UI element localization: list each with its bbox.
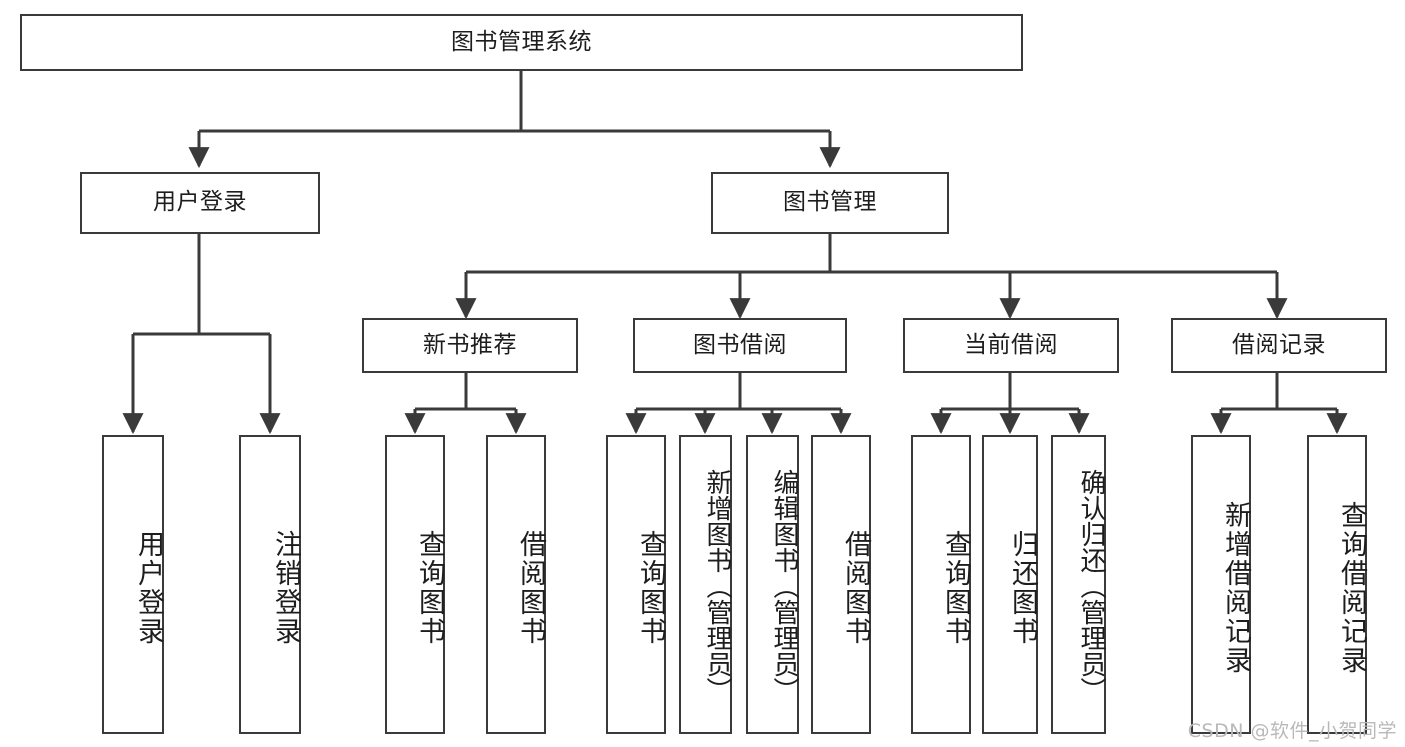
leaf-user-login-login[interactable]: 用户登录 <box>102 435 164 734</box>
leaf-user-login-logout[interactable]: 注销登录 <box>239 435 301 734</box>
leaf-label: 借阅图书 <box>515 529 546 646</box>
leaf-borrow-record-add[interactable]: 新增借阅记录 <box>1191 435 1251 734</box>
node-borrow-record[interactable]: 借阅记录 <box>1171 318 1387 373</box>
leaf-label: 查询图书 <box>414 529 445 646</box>
leaf-label: 用户登录 <box>133 529 164 646</box>
node-book-manage-label: 图书管理 <box>783 189 877 216</box>
node-book-borrow-label: 图书借阅 <box>693 331 787 358</box>
leaf-label: 新增借阅记录 <box>1220 500 1251 675</box>
leaf-borrow-record-query[interactable]: 查询借阅记录 <box>1307 435 1367 734</box>
node-book-manage[interactable]: 图书管理 <box>711 172 949 234</box>
node-current-borrow-label: 当前借阅 <box>964 331 1058 358</box>
node-root-label: 图书管理系统 <box>451 28 592 55</box>
leaf-book-borrow-query[interactable]: 查询图书 <box>606 435 666 734</box>
leaf-book-borrow-add[interactable]: 新增图书（管理员） <box>679 435 732 734</box>
leaf-label: 查询借阅记录 <box>1336 500 1367 675</box>
leaf-current-borrow-return[interactable]: 归还图书 <box>982 435 1038 734</box>
node-root[interactable]: 图书管理系统 <box>20 14 1023 71</box>
node-new-book-recommend-label: 新书推荐 <box>423 331 517 358</box>
node-book-borrow[interactable]: 图书借阅 <box>633 318 847 373</box>
node-borrow-record-label: 借阅记录 <box>1232 331 1326 358</box>
leaf-label: 确认归还（管理员） <box>1076 468 1106 703</box>
csdn-watermark: CSDN @软件_小贺同学 <box>1187 720 1397 742</box>
leaf-new-book-query[interactable]: 查询图书 <box>385 435 445 734</box>
node-user-login[interactable]: 用户登录 <box>80 172 320 234</box>
node-current-borrow[interactable]: 当前借阅 <box>903 318 1119 373</box>
leaf-label: 新增图书（管理员） <box>702 468 732 703</box>
leaf-label: 归还图书 <box>1007 529 1038 646</box>
leaf-label: 查询图书 <box>635 529 666 646</box>
leaf-label: 编辑图书（管理员） <box>769 468 799 703</box>
leaf-current-borrow-query[interactable]: 查询图书 <box>911 435 971 734</box>
leaf-label: 借阅图书 <box>840 529 871 646</box>
leaf-label: 查询图书 <box>940 529 971 646</box>
leaf-book-borrow-borrow[interactable]: 借阅图书 <box>811 435 871 734</box>
node-user-login-label: 用户登录 <box>153 189 247 216</box>
leaf-book-borrow-edit[interactable]: 编辑图书（管理员） <box>746 435 799 734</box>
node-new-book-recommend[interactable]: 新书推荐 <box>362 318 578 373</box>
leaf-label: 注销登录 <box>270 529 301 646</box>
leaf-new-book-borrow[interactable]: 借阅图书 <box>486 435 546 734</box>
leaf-current-borrow-confirm[interactable]: 确认归还（管理员） <box>1051 435 1106 734</box>
